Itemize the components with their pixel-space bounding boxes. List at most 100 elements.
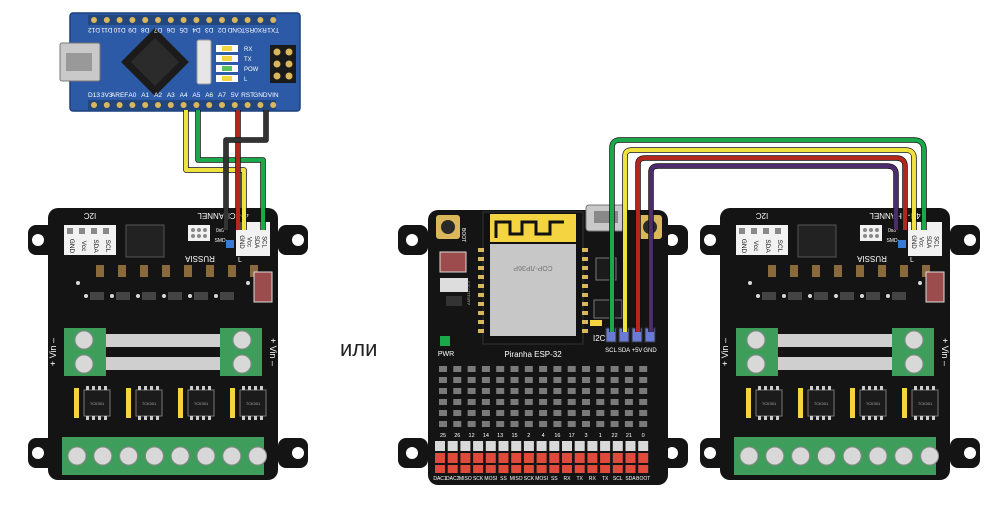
pin-pad [116,102,123,108]
relay-chip [187,389,215,417]
module-pad [582,320,588,324]
via [918,281,922,285]
chip-pin [828,386,831,390]
chip-pin [144,416,147,420]
mode-label: 0x0 [888,228,896,234]
pin-label: D10 [113,26,125,33]
terminal-screw [746,330,766,350]
chip-pin [138,416,141,420]
gpio-number: 21 [626,433,632,439]
terminal-screw [791,446,811,466]
header-pin [574,465,585,473]
header-pin-label: GND [910,235,916,249]
bottom-label: RX [589,476,597,482]
chip-pin [156,416,159,420]
pin-label: RST [241,92,254,99]
smd-resistor [481,421,490,427]
pin-label: RST [241,26,254,33]
boot-label: BOOT [460,228,466,242]
smd-resistor [624,410,633,416]
led [222,46,232,51]
indicator [230,388,235,418]
smd-resistor [624,366,633,372]
chip-pin [880,416,883,420]
smd-resistor [439,410,447,416]
header-pin [473,441,484,451]
wires [183,110,927,332]
chip-pin [868,386,871,390]
led [222,56,232,61]
header-pin [600,453,611,463]
smd-resistor [639,410,648,416]
chip-pin [862,386,865,390]
chip-pin [248,386,251,390]
chip-pin [932,386,935,390]
module-pad [582,257,588,261]
jumper-pin [875,228,879,232]
header-pin [460,441,471,451]
smd-part [206,265,214,277]
smd-pad [886,294,890,298]
header-pin-label: GND [740,239,747,254]
smd-part [446,296,462,306]
header-pin [587,465,598,473]
smd-part [922,265,930,277]
gpio-number: 25 [440,433,446,439]
terminal-label: + K1 – [72,481,107,495]
pin-pad [167,17,174,23]
mount-hole [666,234,678,246]
smd-resistor [567,377,576,383]
smd-resistor [481,366,490,372]
bottom-label: DAC1 [433,476,447,482]
pin-pad [103,17,110,23]
indicator [902,388,907,418]
header-pin-label: SCL [104,240,111,253]
smd-resistor [496,421,505,427]
smd-pad [860,294,864,298]
relay-chip [83,389,111,417]
terminal-screw [842,446,862,466]
smd-resistor [610,410,619,416]
smd-resistor [481,377,490,383]
pin-pad [167,102,174,108]
led-label: RX [244,47,252,53]
smd-resistor [453,410,462,416]
chip-label: ТСК301 [866,401,881,406]
header-pin [549,441,560,451]
pin-pad [244,102,251,108]
smd-part [440,278,468,292]
mount-hole [292,234,304,246]
smd-resistor [496,366,505,372]
pin-label: A2 [154,92,162,99]
chip-pin [196,416,199,420]
smd-part [142,292,156,300]
pin-pad [244,17,251,23]
pin-label: A3 [167,92,175,99]
group-label: DAC [443,487,454,493]
chip-pin [144,386,147,390]
smd-resistor [510,366,519,372]
smd-part [856,265,864,277]
terminal-screw [232,354,252,374]
mode-jumper [188,225,210,241]
brand-label: RUSSIA [184,254,214,263]
header-pin [549,465,560,473]
chip-pin [138,386,141,390]
terminal-screw [248,446,268,466]
smd-resistor [553,366,562,372]
bus-bar [778,334,892,347]
pin-label: D13 [88,92,100,99]
header-pin [498,441,509,451]
chip-pin [190,416,193,420]
header-pin [775,228,781,234]
bottom-label: RX [564,476,572,482]
smd-resistor [524,377,533,383]
smd-resistor [524,366,533,372]
header-pin [751,228,757,234]
smd-resistor [524,421,533,427]
smd-resistor [539,410,548,416]
terminal-label: + K4 – [900,481,935,495]
smd-resistor [582,410,590,416]
i2c-pin-label: +5V [632,348,643,354]
fuse [253,271,273,303]
